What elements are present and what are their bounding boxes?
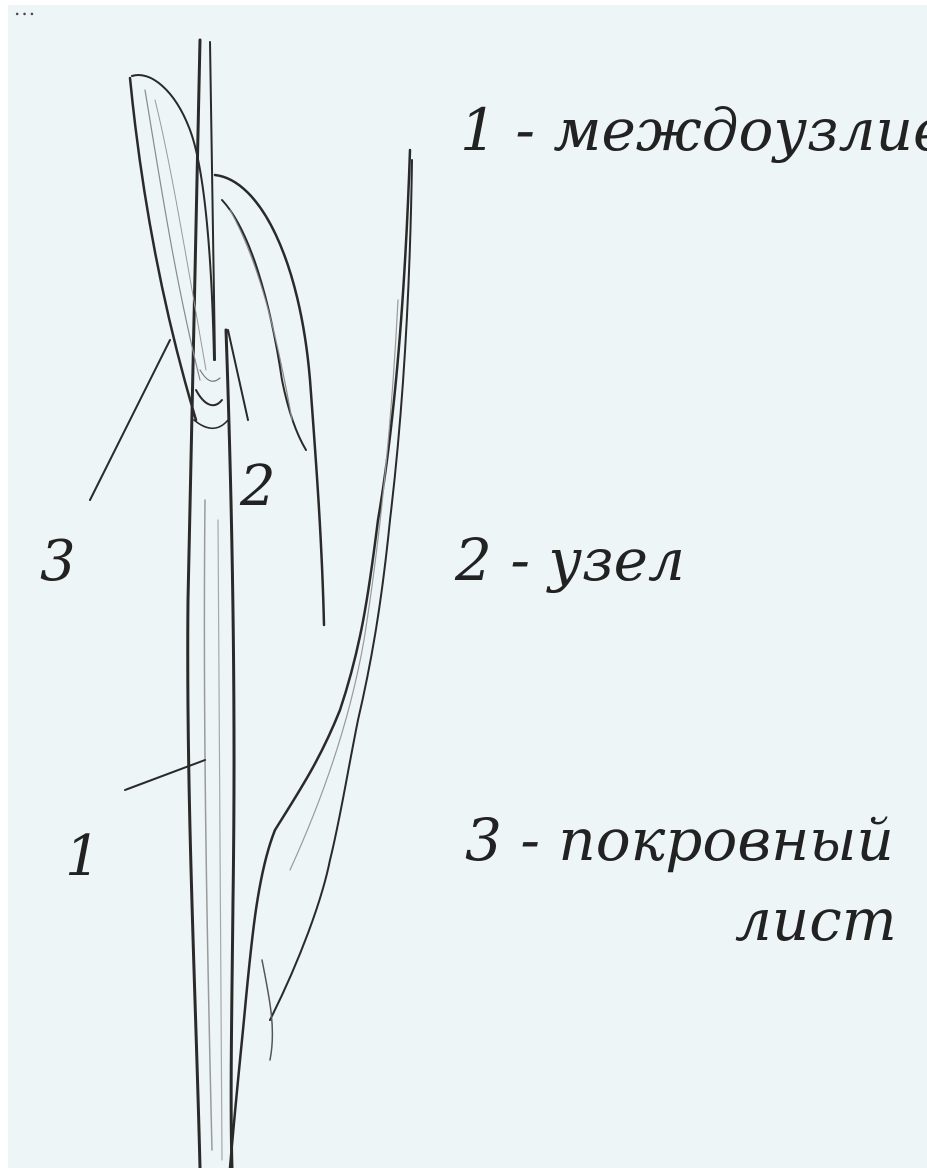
label-2: 2 <box>239 454 276 519</box>
leader-line-2 <box>228 330 248 420</box>
legend-1: 1 - междоузлие <box>460 96 927 164</box>
right-shoot <box>230 150 412 1168</box>
stem <box>188 40 234 1168</box>
leader-lines <box>90 330 248 790</box>
leader-line-1 <box>125 760 205 790</box>
leader-line-3 <box>90 340 170 500</box>
legend-3b: лист <box>735 886 897 954</box>
legend-3a: 3 - покровный <box>465 806 894 874</box>
covering-leaf <box>130 75 214 420</box>
label-3: 3 <box>40 529 76 594</box>
legend-2: 2 - узел <box>454 526 685 594</box>
label-1: 1 <box>65 824 101 889</box>
